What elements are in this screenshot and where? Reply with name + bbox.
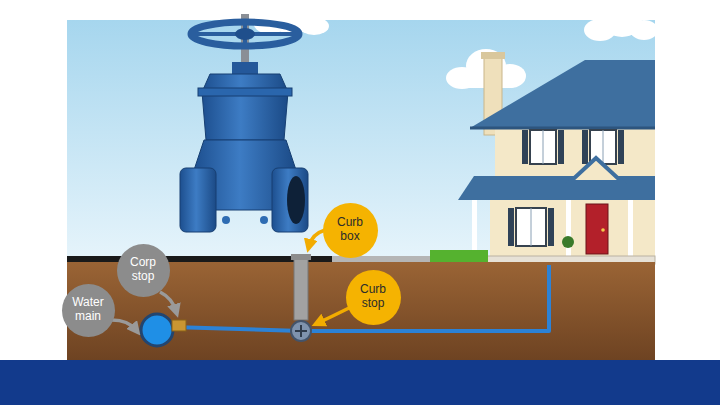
- roof-edge: [470, 127, 655, 130]
- porch-column: [472, 200, 477, 258]
- porch-column: [566, 200, 571, 258]
- door-knob: [601, 228, 605, 232]
- bonnet-flange: [198, 88, 292, 96]
- plant: [562, 236, 574, 248]
- bolt: [260, 216, 268, 224]
- pipe-opening: [287, 176, 305, 224]
- grass: [430, 250, 488, 262]
- leader-arrow: [112, 320, 136, 330]
- shutter: [618, 130, 624, 164]
- bonnet: [202, 74, 288, 140]
- curb-stop-valve: [291, 321, 311, 341]
- shutter: [548, 208, 554, 246]
- sky: [67, 20, 655, 260]
- house: [458, 52, 655, 264]
- gable: [570, 158, 622, 182]
- pipe-end: [180, 168, 216, 232]
- curb-box-lid: [291, 254, 311, 260]
- shutter: [508, 208, 514, 246]
- shutter: [522, 130, 528, 164]
- window-bar: [531, 208, 532, 246]
- callout-label: Water main: [69, 296, 107, 324]
- window: [530, 130, 556, 164]
- handwheel: [191, 22, 299, 46]
- door: [586, 204, 608, 254]
- cloud-puff: [299, 17, 329, 35]
- bolt: [222, 216, 230, 224]
- house-wall: [490, 196, 655, 260]
- callout-circle: Curb box: [323, 203, 378, 258]
- cloud-puff: [630, 20, 658, 40]
- cloud: [584, 7, 658, 41]
- footer-band: [0, 360, 720, 405]
- callout-circle: Water main: [62, 284, 115, 337]
- roof: [470, 60, 655, 128]
- handwheel-spoke: [193, 22, 297, 46]
- callout-circle: Curb stop: [346, 270, 401, 325]
- leader-arrow: [318, 308, 349, 323]
- callout-label: Corp stop: [124, 256, 162, 284]
- pipe-end: [272, 168, 308, 232]
- service-line: [172, 265, 549, 331]
- corp-stop-fitting: [172, 320, 186, 331]
- gate-valve: [180, 14, 308, 232]
- window-bar: [543, 130, 544, 164]
- window-bar: [603, 130, 604, 164]
- porch-column: [628, 200, 633, 258]
- shutter: [582, 130, 588, 164]
- leader-arrow: [160, 292, 176, 311]
- porch-roof: [458, 176, 655, 200]
- window: [516, 208, 546, 246]
- handwheel-hub: [235, 28, 255, 40]
- callout-circle: Corp stop: [117, 244, 170, 297]
- callout-label: Curb stop: [353, 283, 393, 311]
- callout-label: Curb box: [330, 216, 370, 244]
- water-main-pipe: [141, 314, 173, 346]
- curb-box-pipe: [294, 258, 308, 320]
- valve-cross: [295, 325, 307, 337]
- gland: [232, 62, 258, 74]
- shutter: [558, 130, 564, 164]
- chimney-cap: [481, 52, 505, 59]
